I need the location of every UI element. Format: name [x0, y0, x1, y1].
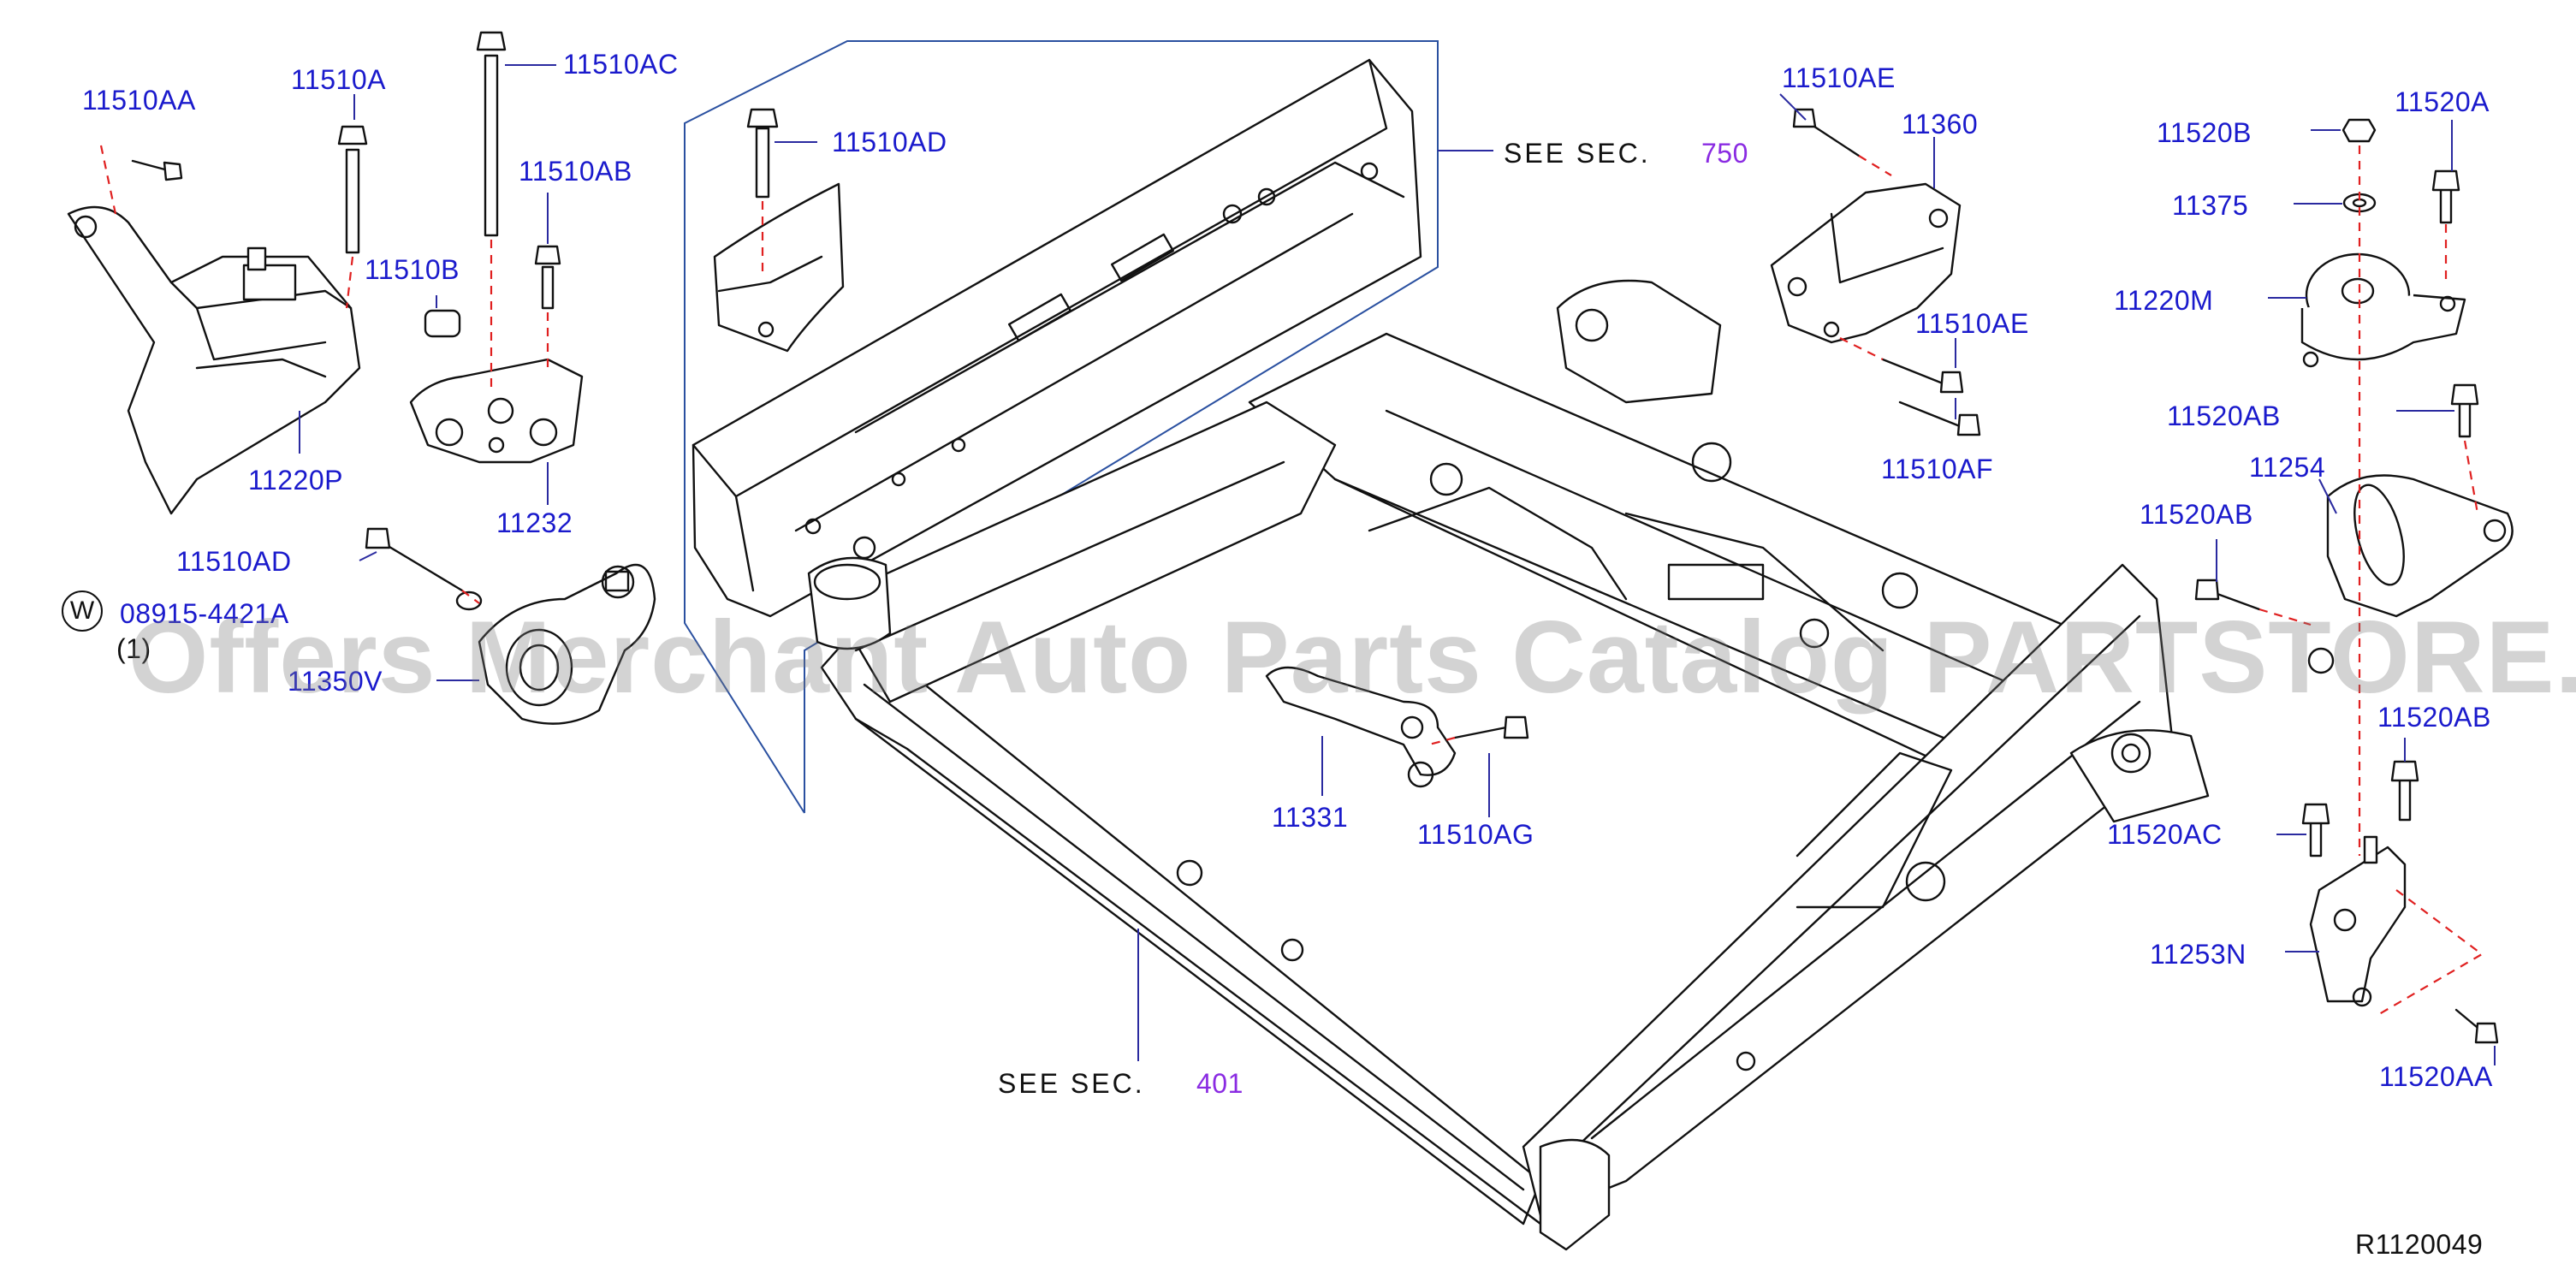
label-11510AG[interactable]: 11510AG	[1417, 819, 1534, 850]
torque-rod-11331	[1265, 666, 1457, 788]
side-member-rail	[691, 58, 1422, 618]
mount-11360	[1770, 182, 1962, 344]
label-11510B[interactable]: 11510B	[365, 254, 460, 285]
label-11350V[interactable]: 11350V	[288, 666, 383, 697]
mount-bracket-11232	[409, 358, 584, 464]
label-11510AE-lower[interactable]: 11510AE	[1915, 308, 2029, 339]
see-sec-750-prefix: SEE SEC.	[1504, 138, 1651, 169]
see-sec-401-prefix: SEE SEC.	[998, 1068, 1145, 1099]
label-11510AC[interactable]: 11510AC	[563, 49, 679, 80]
label-11510AE-top[interactable]: 11510AE	[1782, 62, 1896, 93]
label-11520AB-upper[interactable]: 11520AB	[2167, 401, 2281, 431]
label-11520AA[interactable]: 11520AA	[2379, 1061, 2493, 1092]
rear-mount-11350V	[478, 563, 656, 725]
assembly-dashed-line	[2378, 889, 2484, 1015]
label-11510AA[interactable]: 11510AA	[82, 85, 196, 116]
label-11520AC[interactable]: 11520AC	[2107, 819, 2223, 850]
bolts	[131, 31, 2499, 1044]
rail-bracket	[713, 182, 845, 353]
see-sec-401-number[interactable]: 401	[1196, 1068, 1243, 1099]
label-11254[interactable]: 11254	[2249, 452, 2326, 483]
label-08915-4421A[interactable]: 08915-4421A	[120, 598, 289, 629]
label-11375[interactable]: 11375	[2172, 190, 2249, 221]
label-11331[interactable]: 11331	[1272, 802, 1349, 833]
label-11220P[interactable]: 11220P	[248, 465, 343, 496]
label-11253N[interactable]: 11253N	[2150, 939, 2247, 970]
front-suspension-member	[807, 279, 2210, 1251]
label-11510AD-rail[interactable]: 11510AD	[832, 127, 947, 157]
washer-part	[455, 590, 483, 611]
label-11520AB-mid[interactable]: 11520AB	[2140, 499, 2253, 530]
label-11510A[interactable]: 11510A	[291, 64, 386, 95]
label-11510AF[interactable]: 11510AF	[1881, 454, 1993, 484]
label-11520A[interactable]: 11520A	[2395, 86, 2490, 117]
nut-11520B	[2342, 118, 2377, 143]
label-11520B[interactable]: 11520B	[2157, 117, 2252, 148]
leader-lines	[299, 64, 2496, 1065]
see-sec-750-number[interactable]: 750	[1701, 138, 1748, 169]
label-11520AB-lower[interactable]: 11520AB	[2377, 702, 2491, 733]
mount-11220M	[2300, 252, 2466, 368]
bracket-11253N	[2309, 835, 2407, 1007]
label-11220M[interactable]: 11220M	[2114, 285, 2214, 316]
label-11510AD-left[interactable]: 11510AD	[176, 546, 292, 577]
diagram-reference-code: R1120049	[2355, 1229, 2484, 1260]
label-11510AB[interactable]: 11510AB	[519, 156, 632, 187]
engine-mount-11220P	[67, 205, 361, 515]
label-quantity: (1)	[116, 633, 151, 664]
stopper-11510B	[424, 309, 461, 338]
label-11360[interactable]: 11360	[1902, 109, 1979, 139]
washer-symbol-w: W	[62, 590, 103, 632]
bracket-11254	[2307, 474, 2514, 674]
dashed-assembly-lines	[99, 145, 2479, 856]
label-11232[interactable]: 11232	[496, 507, 573, 538]
